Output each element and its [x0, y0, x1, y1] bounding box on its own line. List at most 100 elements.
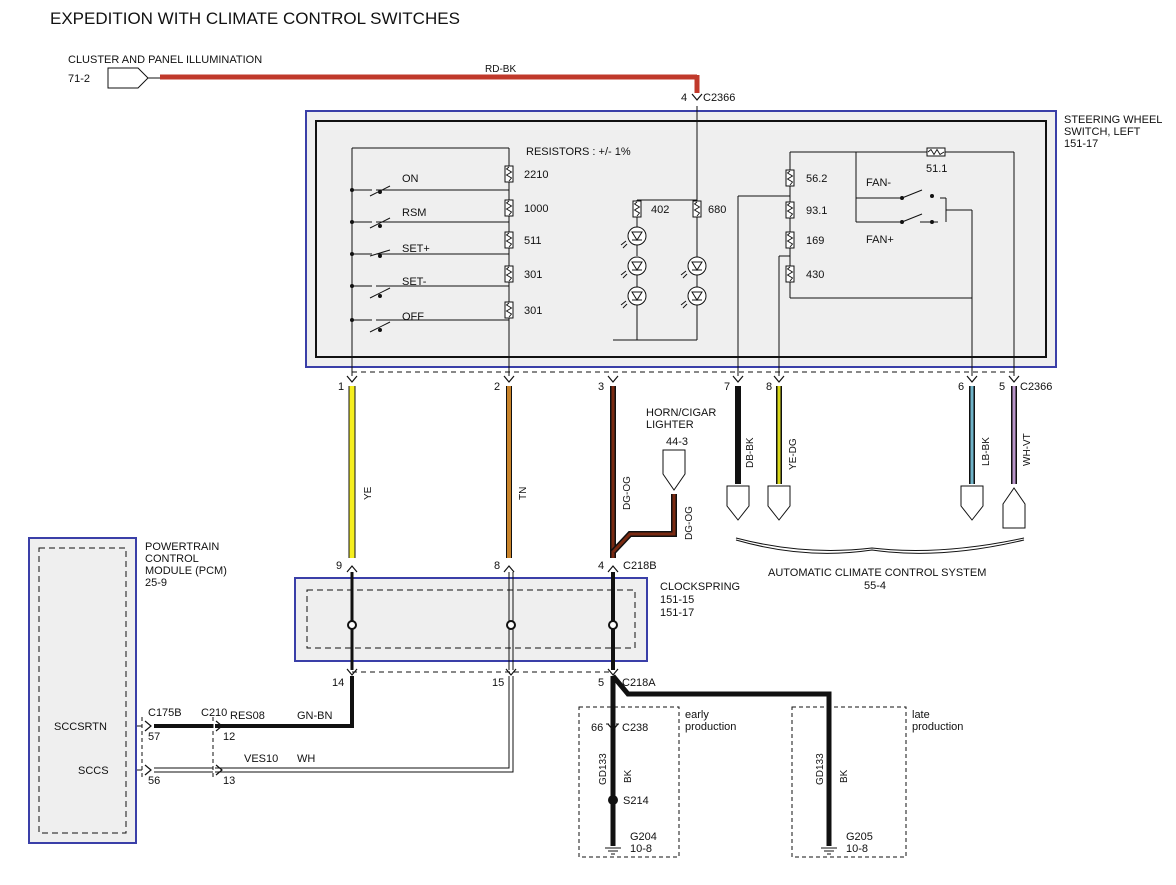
resistor-1000-icon — [504, 199, 514, 217]
wh-wire-inner — [215, 676, 514, 773]
resistor-430-value: 430 — [806, 269, 824, 281]
resistor-169-value: 169 — [806, 235, 824, 247]
fan-switch-contacts — [901, 189, 938, 223]
c238-pin: 66 — [591, 722, 603, 734]
pin-8: 8 — [766, 381, 772, 393]
ye-wire-label: YE — [363, 486, 374, 500]
feed-label: CLUSTER AND PANEL ILLUMINATION — [68, 54, 262, 66]
resistor-402-value: 402 — [651, 204, 669, 216]
c210-terminal-b — [215, 764, 223, 776]
g204-ref: 10-8 — [630, 843, 652, 855]
c2366-terminals — [346, 375, 1020, 383]
res08-label: RES08 — [230, 710, 265, 722]
resistor-56-2-value: 56.2 — [806, 173, 827, 185]
pin-6: 6 — [958, 381, 964, 393]
ye-dg-connector-icon — [767, 485, 791, 521]
dg-og-wire — [610, 386, 677, 558]
pin-3: 3 — [598, 381, 604, 393]
pin-5: 5 — [999, 381, 1005, 393]
resistor-511-value: 511 — [524, 235, 542, 247]
switch-label-set-minus: SET- — [402, 276, 427, 288]
c218b-connector: C218B — [623, 560, 657, 572]
horn-label-line1: HORN/CIGAR — [646, 407, 716, 419]
resistor-680-icon — [692, 200, 702, 218]
pin-7: 7 — [724, 381, 730, 393]
c218a-pin-14: 14 — [332, 677, 344, 689]
clockspring-contacts — [347, 620, 618, 630]
c218b-pin-8: 8 — [494, 560, 500, 572]
climate-resistor-ladder — [737, 151, 1015, 376]
clockspring-label: CLOCKSPRING — [660, 581, 740, 593]
resistor-93-1-value: 93.1 — [806, 205, 827, 217]
resistor-511-icon — [504, 231, 514, 249]
gn-bn-wire — [215, 676, 354, 728]
pcm-label-line3: MODULE (PCM) — [145, 565, 227, 577]
resistor-2210-icon — [504, 165, 514, 183]
g204-ground-icon — [604, 847, 622, 855]
g204-label: G204 — [630, 831, 657, 843]
fan-switch-dots — [900, 194, 934, 224]
c210-pin-12: 12 — [223, 731, 235, 743]
g205-ground-icon — [820, 847, 838, 855]
c2366-top-connector: C2366 — [703, 92, 735, 104]
switch-name-line1: STEERING WHEEL — [1064, 114, 1162, 126]
resistor-93-1-icon — [785, 201, 795, 219]
c175b-terminal-b — [144, 764, 152, 776]
clockspring-ref1: 151-15 — [660, 594, 694, 606]
resistor-680-value: 680 — [708, 204, 726, 216]
clockspring-module — [294, 577, 648, 662]
clockspring-ref2: 151-17 — [660, 607, 694, 619]
pcm-label-line1: POWERTRAIN — [145, 541, 219, 553]
resistor-430-icon — [785, 265, 795, 283]
pin-1: 1 — [338, 381, 344, 393]
horn-connector-icon — [662, 449, 686, 491]
db-bk-wire-label: DB-BK — [745, 437, 756, 468]
pcm-module — [28, 537, 137, 844]
tn-wire-label: TN — [518, 487, 529, 500]
gd133-late-wire — [611, 674, 832, 846]
steering-switch-inner — [315, 120, 1047, 358]
speed-control-switch-ladder — [351, 147, 510, 376]
wh-label: WH — [297, 753, 315, 765]
c175b-terminal-a — [144, 720, 152, 732]
early-label: early — [685, 709, 709, 721]
resistors-note: RESISTORS : +/- 1% — [526, 146, 631, 158]
s214-splice-icon — [608, 795, 618, 805]
climate-ref: 55-4 — [864, 580, 886, 592]
c218a-connector: C218A — [622, 677, 656, 689]
wh-vt-wire-label: WH-VT — [1022, 433, 1033, 466]
c218b-pin-4: 4 — [598, 560, 604, 572]
c2366-top-terminal-icon — [691, 93, 703, 101]
ye-dg-wire-label: YE-DG — [788, 438, 799, 470]
switch-ref: 151-17 — [1064, 138, 1098, 150]
pcm-ref: 25-9 — [145, 577, 167, 589]
c218a-pin-15: 15 — [492, 677, 504, 689]
c2366-top-pin: 4 — [681, 92, 687, 104]
lb-bk-wire-label: LB-BK — [981, 437, 992, 466]
c210-label: C210 — [201, 707, 227, 719]
early-label-2: production — [685, 721, 736, 733]
fan-plus-label: FAN+ — [866, 234, 894, 246]
c175b-label: C175B — [148, 707, 182, 719]
horn-wire-label: DG-OG — [684, 506, 695, 540]
resistor-402-icon — [632, 200, 642, 218]
late-label-2: production — [912, 721, 963, 733]
switch-label-on: ON — [402, 173, 419, 185]
late-wire-label: BK — [839, 769, 850, 783]
g205-ref: 10-8 — [846, 843, 868, 855]
wh-vt-connector-icon — [1002, 487, 1026, 529]
resistor-2210-value: 2210 — [524, 169, 548, 181]
s214-label: S214 — [623, 795, 649, 807]
resistor-301a-icon — [504, 265, 514, 283]
c210-pin-13: 13 — [223, 775, 235, 787]
pcm-signal-sccs: SCCS — [78, 765, 109, 777]
resistor-301b-value: 301 — [524, 305, 542, 317]
switch-name-line2: SWITCH, LEFT — [1064, 126, 1141, 138]
horn-label-line2: LIGHTER — [646, 419, 694, 431]
resistor-1000-value: 1000 — [524, 203, 548, 215]
lb-bk-connector-icon — [960, 485, 984, 521]
c175b-pin-57: 57 — [148, 731, 160, 743]
g205-label: G205 — [846, 831, 873, 843]
c2366-bottom-connector: C2366 — [1020, 381, 1052, 393]
